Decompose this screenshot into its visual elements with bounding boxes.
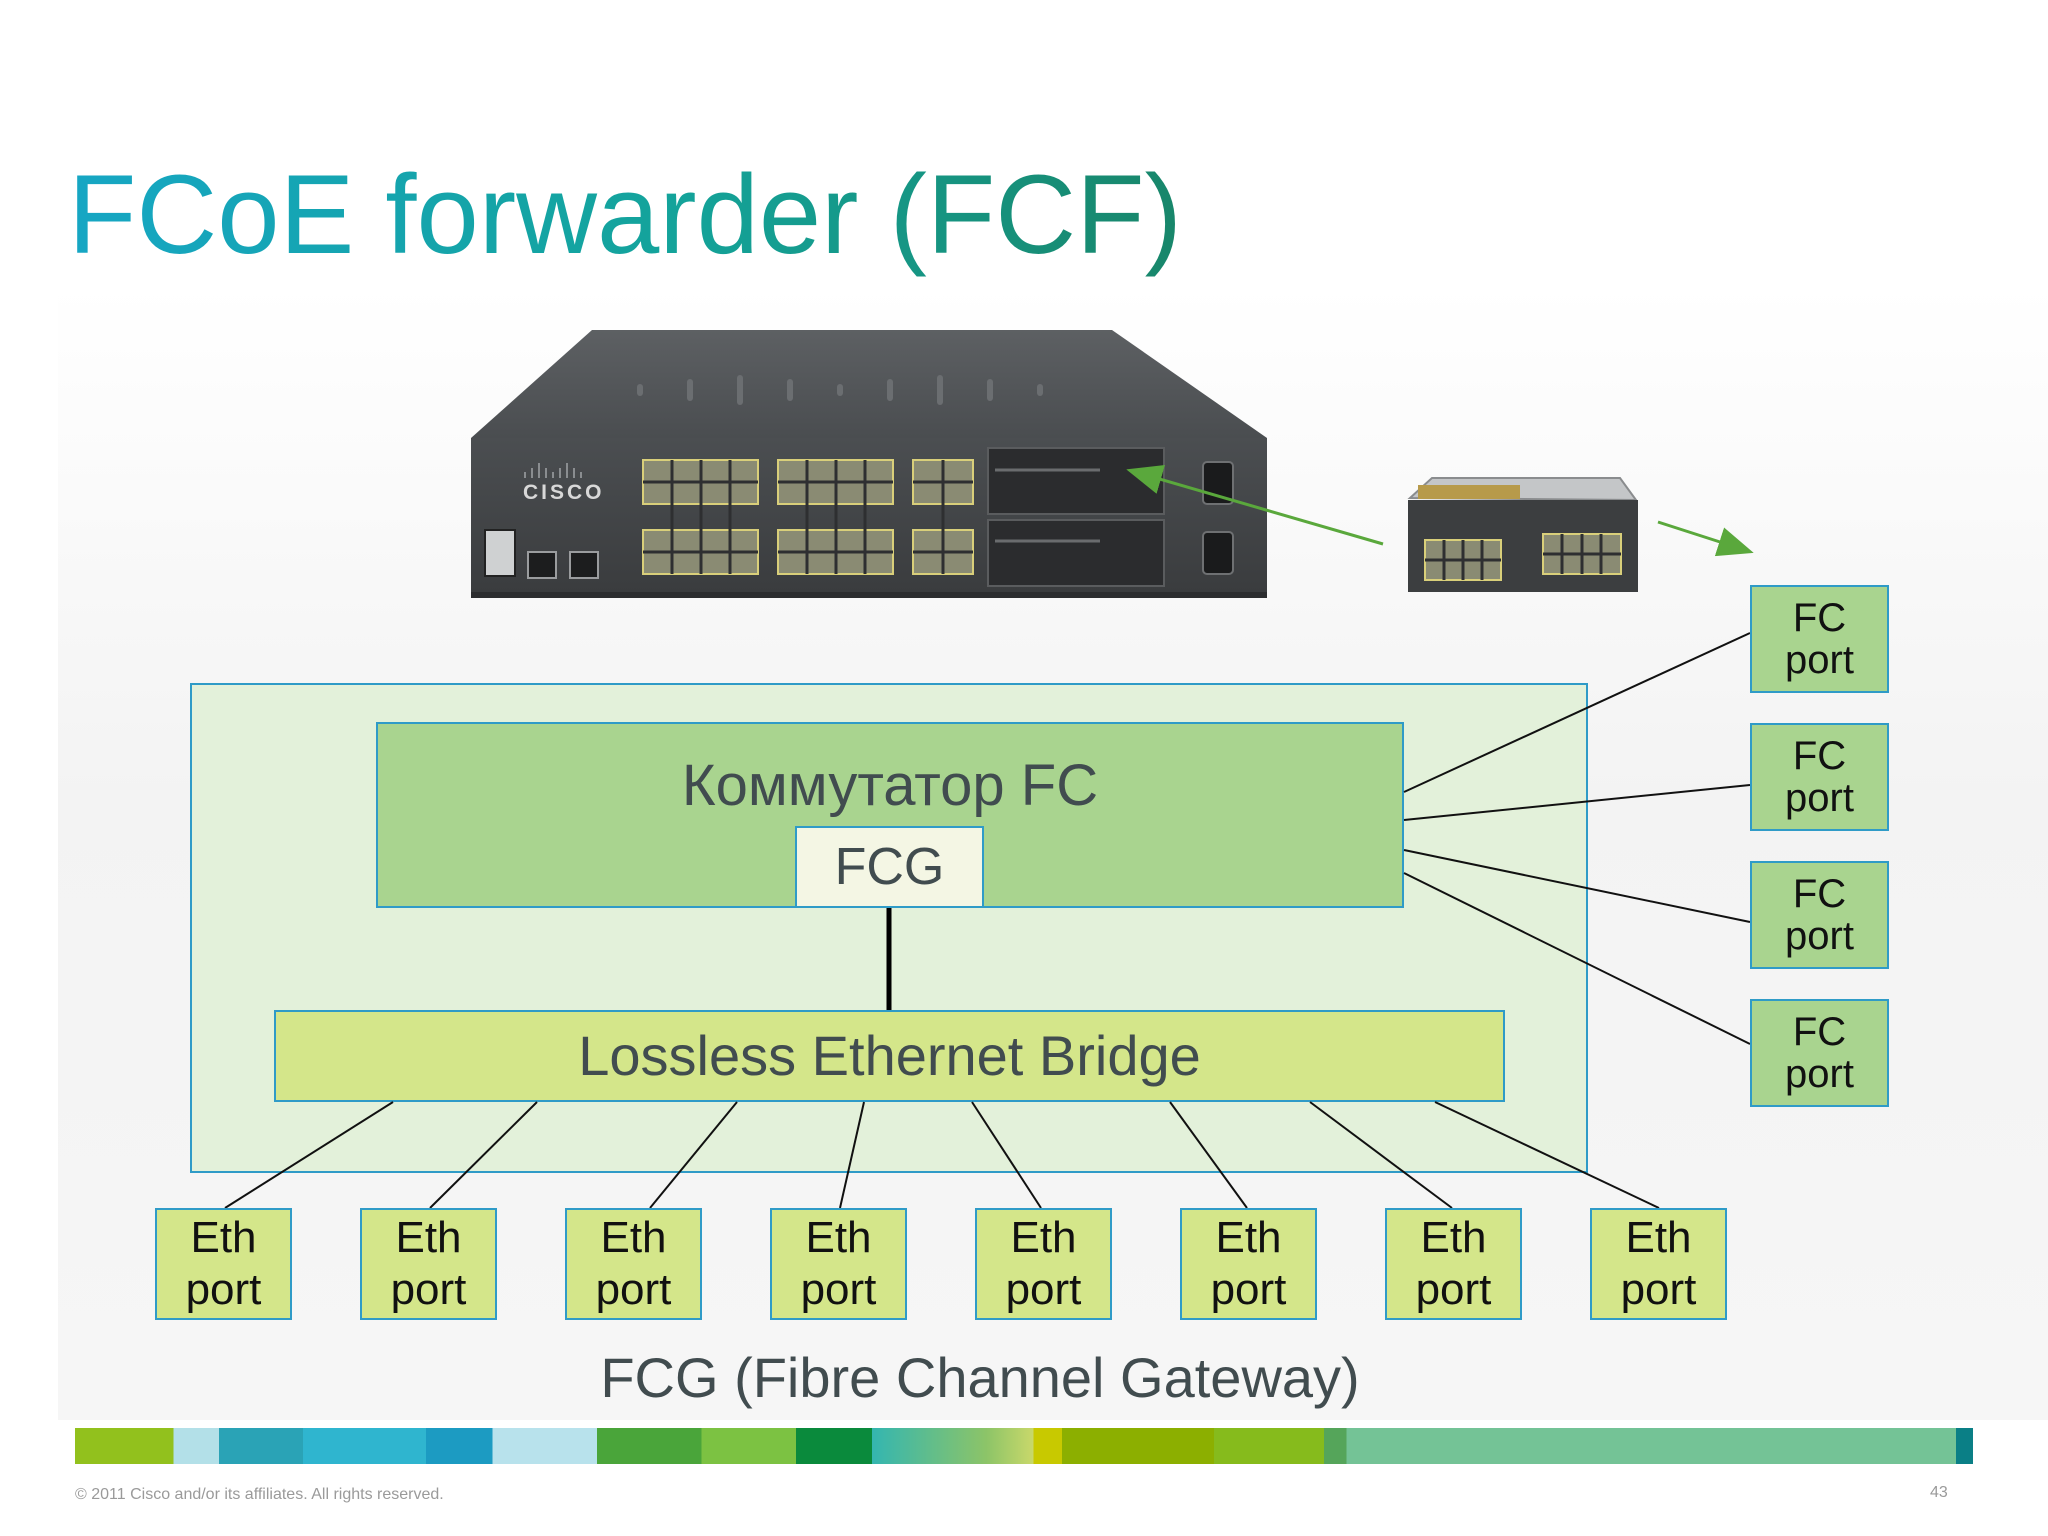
switch-sfp-dividers — [643, 460, 973, 574]
module-connector — [1418, 485, 1520, 499]
switch-console-port — [527, 551, 557, 579]
fc-port: FC port — [1750, 723, 1889, 831]
eth-port-line2: port — [185, 1265, 262, 1314]
eth-port-line2: port — [1210, 1265, 1287, 1314]
switch-top-logo-icon — [637, 375, 1043, 405]
switch-console-port — [569, 551, 599, 579]
slide-title: FCoE forwarder (FCF) — [68, 150, 1182, 280]
eth-port: Eth port — [565, 1208, 702, 1320]
fcg-caption: FCG (Fibre Channel Gateway) — [600, 1346, 1360, 1409]
switch-expansion-slot — [987, 519, 1165, 587]
switch-base — [471, 592, 1267, 598]
insert-module-arrow — [1126, 464, 1384, 546]
eth-port: Eth port — [770, 1208, 907, 1320]
switch-top-surface — [471, 330, 1267, 438]
fc-port-line2: port — [1785, 776, 1854, 820]
fc-port-line1: FC — [1792, 596, 1847, 640]
eth-port-line1: Eth — [395, 1213, 462, 1262]
eth-link — [649, 1101, 738, 1209]
eth-link — [429, 1101, 538, 1209]
footer-color-stripe — [75, 1428, 1973, 1464]
eth-port: Eth port — [1590, 1208, 1727, 1320]
eth-link — [1309, 1101, 1453, 1209]
fc-link — [1403, 849, 1751, 923]
eth-port-line1: Eth — [600, 1213, 667, 1262]
cisco-wordmark: CISCO — [523, 481, 605, 504]
eth-port-line1: Eth — [190, 1213, 257, 1262]
fc-link — [1403, 784, 1751, 821]
fc-port-line2: port — [1785, 638, 1854, 682]
eth-port-line2: port — [595, 1265, 672, 1314]
fc-link — [1403, 632, 1751, 793]
eth-port-line2: port — [800, 1265, 877, 1314]
switch-mgmt-port — [484, 529, 516, 577]
eth-link — [839, 1101, 865, 1209]
fc-link — [1403, 872, 1751, 1045]
lossless-ethernet-bridge: Lossless Ethernet Bridge — [274, 1010, 1505, 1102]
fc-port-line1: FC — [1792, 734, 1847, 778]
eth-port-line2: port — [390, 1265, 467, 1314]
eth-link — [224, 1101, 394, 1209]
page-number: 43 — [1930, 1484, 1948, 1501]
eth-port-line2: port — [1415, 1265, 1492, 1314]
cisco-logo-icon — [524, 463, 582, 478]
switch-power-socket — [1202, 531, 1234, 575]
eth-port-line1: Eth — [805, 1213, 872, 1262]
fc-port: FC port — [1750, 861, 1889, 969]
eth-port-line2: port — [1005, 1265, 1082, 1314]
fc-port-line1: FC — [1792, 872, 1847, 916]
fc-port-line1: FC — [1792, 1010, 1847, 1054]
fc-switch-label: Коммутатор FC — [681, 753, 1099, 818]
eth-port: Eth port — [155, 1208, 292, 1320]
eth-link — [1434, 1101, 1660, 1209]
eth-port: Eth port — [1180, 1208, 1317, 1320]
eth-port: Eth port — [360, 1208, 497, 1320]
eth-port: Eth port — [975, 1208, 1112, 1320]
eth-link — [971, 1101, 1042, 1209]
eth-port-line2: port — [1620, 1265, 1697, 1314]
eth-port: Eth port — [1385, 1208, 1522, 1320]
fc-ports-arrow — [1657, 520, 1754, 557]
eth-port-line1: Eth — [1215, 1213, 1282, 1262]
fc-port: FC port — [1750, 999, 1889, 1107]
copyright-text: © 2011 Cisco and/or its affiliates. All … — [75, 1486, 444, 1503]
fcg-box: FCG — [795, 826, 984, 908]
fc-port-line2: port — [1785, 1052, 1854, 1096]
expansion-module-image — [1407, 477, 1638, 592]
fc-port: FC port — [1750, 585, 1889, 693]
eth-port-line1: Eth — [1625, 1213, 1692, 1262]
fc-port-line2: port — [1785, 914, 1854, 958]
eth-port-line1: Eth — [1420, 1213, 1487, 1262]
eth-port-line1: Eth — [1010, 1213, 1077, 1262]
eth-link — [1169, 1101, 1248, 1209]
